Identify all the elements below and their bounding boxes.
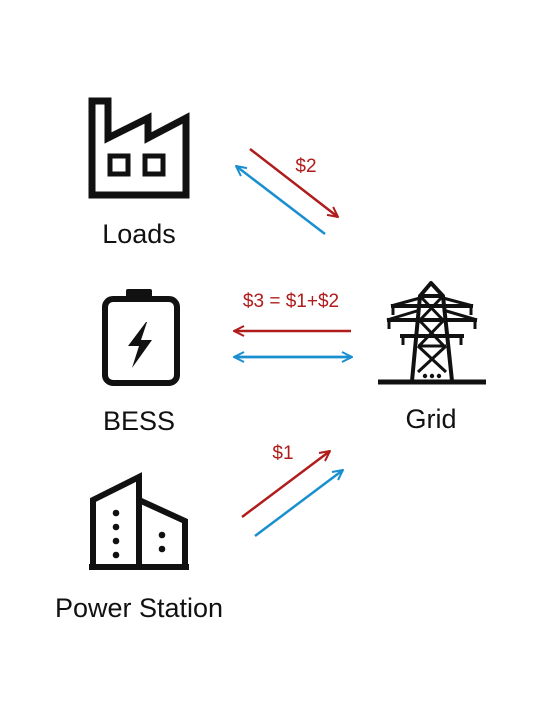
money-label-loads: $2 [295,156,316,177]
money-arrow-station-to-grid [241,451,330,518]
transmission-tower-icon [378,281,486,385]
buildings-icon [89,472,189,570]
energy-arrow-grid-to-loads [236,166,326,235]
power-station-label: Power Station [55,593,223,623]
grid-label: Grid [405,404,456,434]
tower-base-dots [422,373,442,379]
battery-icon [102,289,180,386]
energy-arrow-station-to-grid [254,470,343,537]
loads-label: Loads [102,219,176,249]
factory-icon [88,97,190,199]
money-label-bess: $3 = $1+$2 [243,291,339,312]
bess-label: BESS [103,406,175,436]
money-arrow-loads-to-grid [249,148,338,217]
money-label-station: $1 [272,443,293,464]
